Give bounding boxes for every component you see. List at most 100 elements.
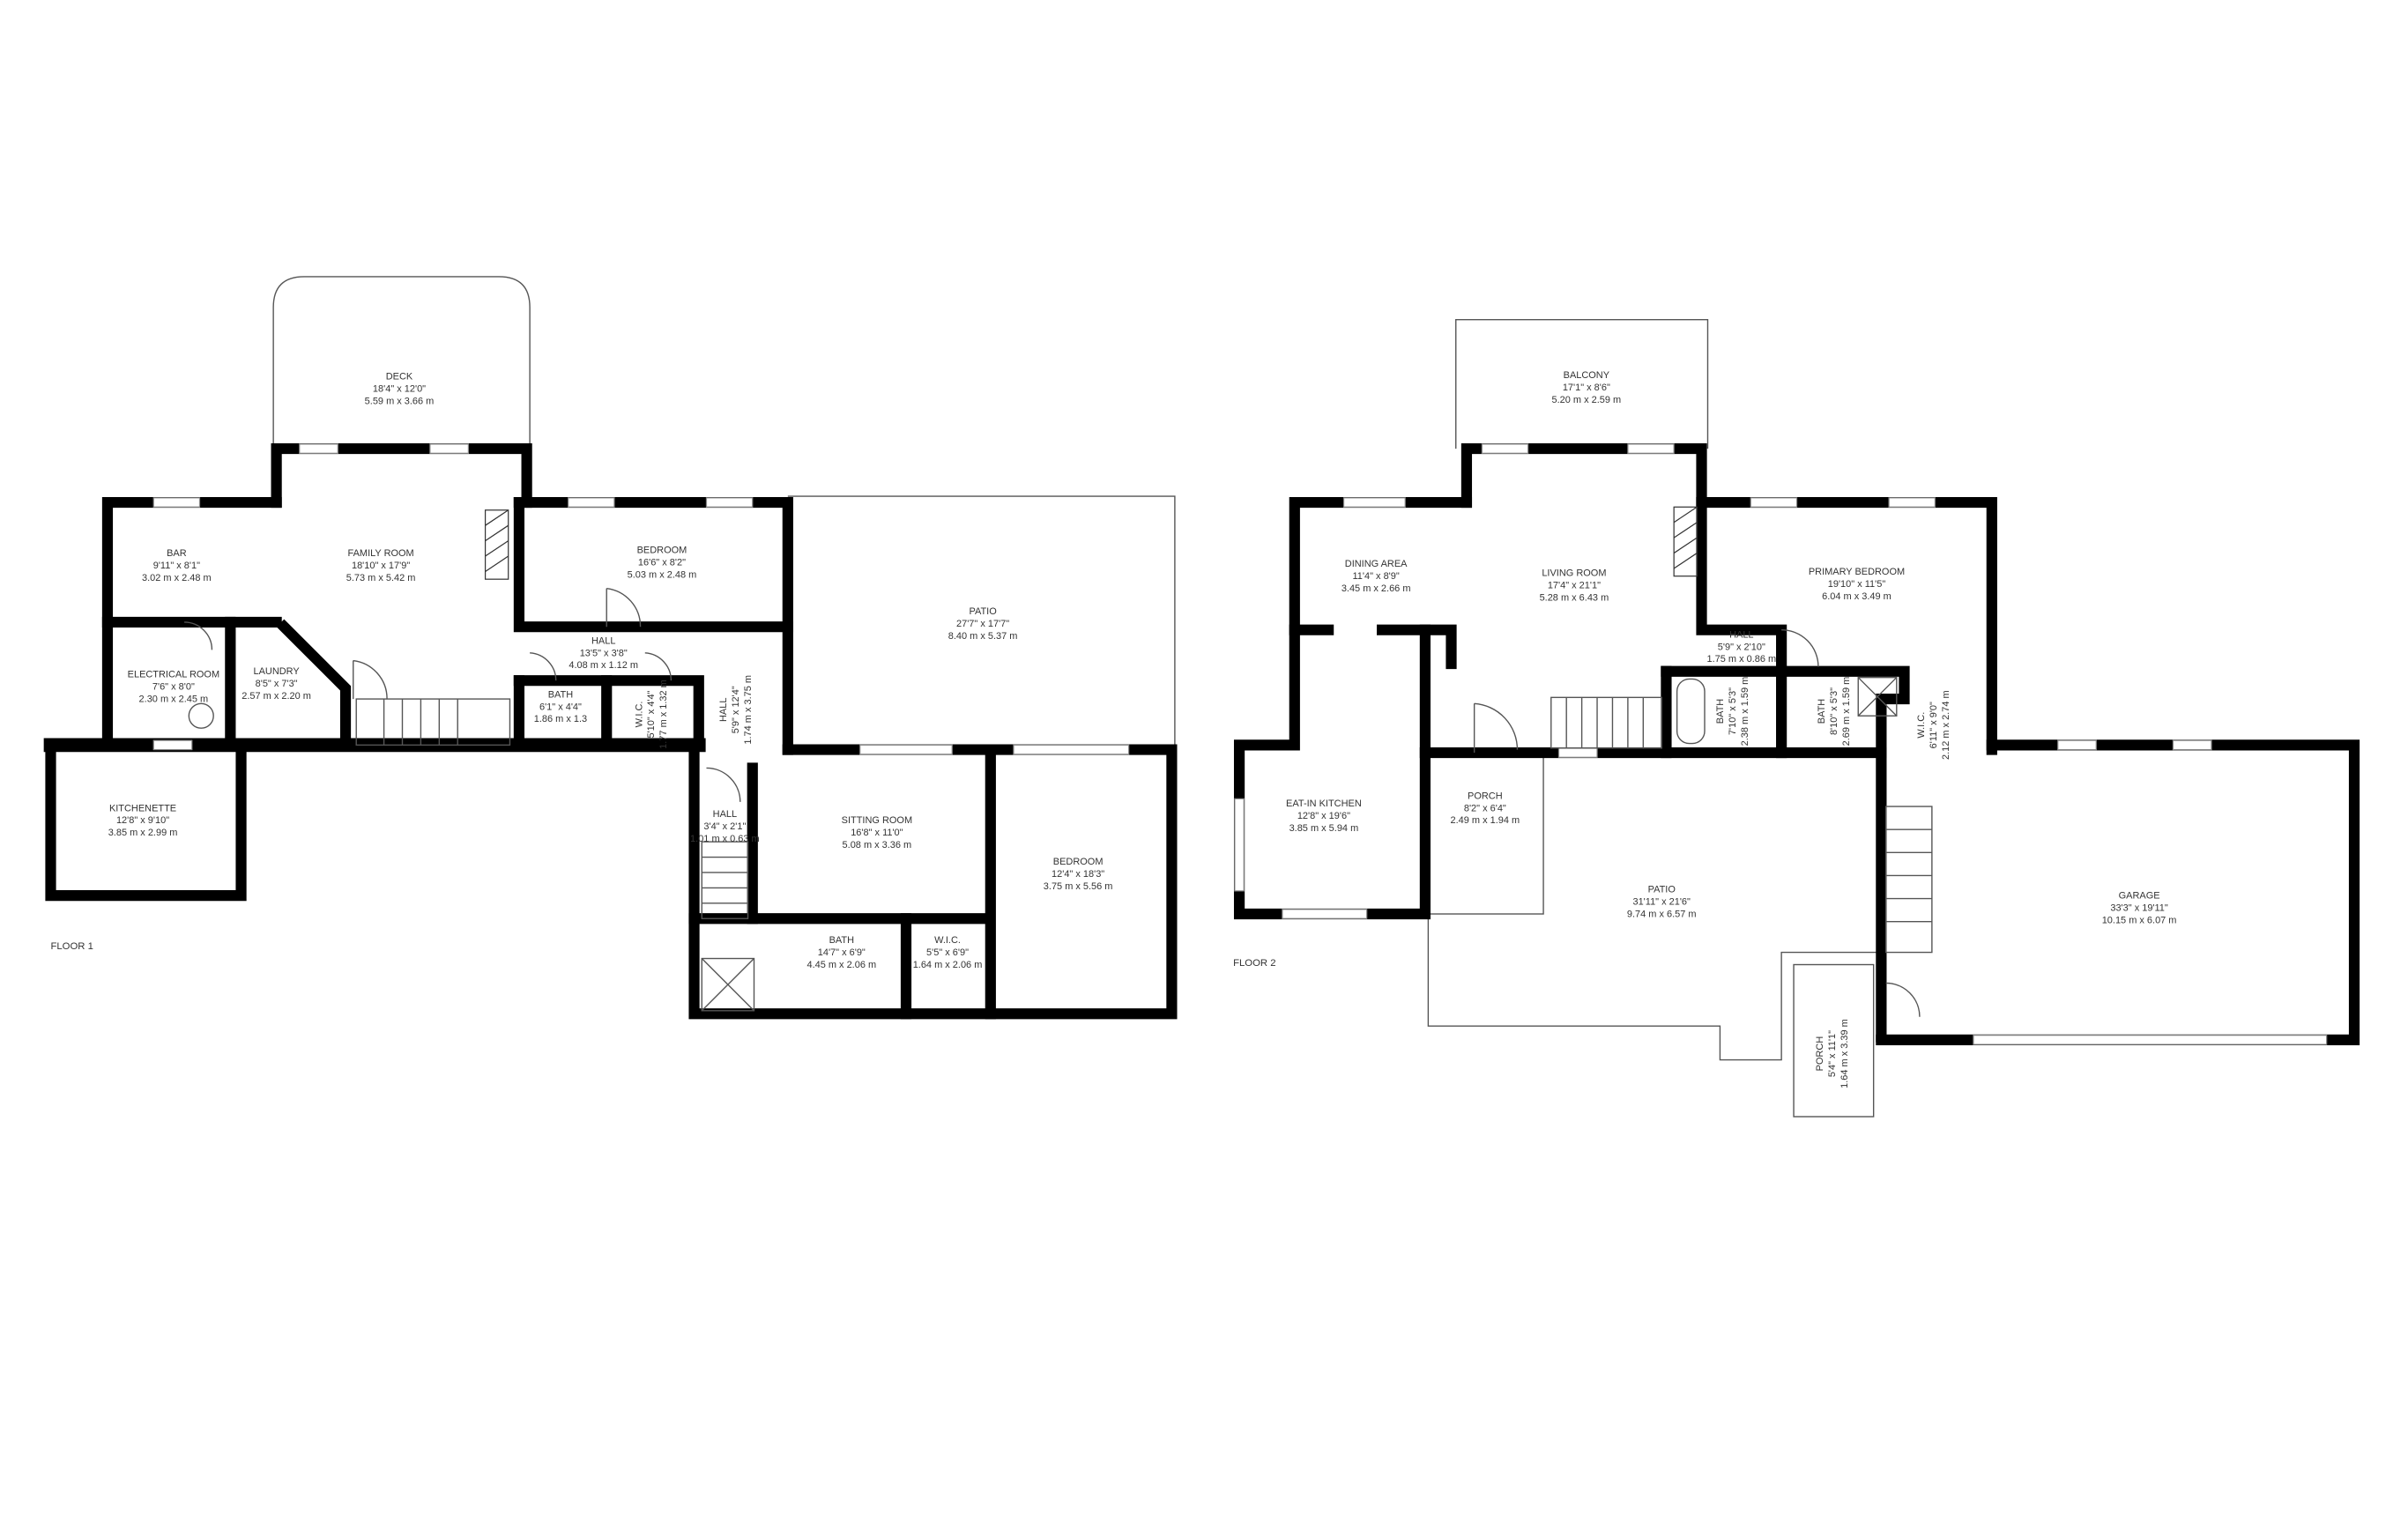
balcony-outline — [1455, 319, 1709, 449]
window — [1557, 747, 1598, 758]
wall — [1661, 665, 1910, 1043]
wall — [513, 675, 704, 751]
window — [859, 744, 953, 755]
window — [705, 497, 754, 508]
window — [1481, 443, 1529, 454]
fireplace-icon — [1673, 506, 1698, 577]
floor-2-plan — [1233, 319, 2360, 1118]
wall — [271, 442, 532, 509]
shower-icon — [1857, 676, 1898, 717]
wall — [1661, 665, 1787, 759]
window — [1342, 497, 1406, 508]
window — [1888, 497, 1936, 508]
porch-outline — [1427, 752, 1544, 915]
wall — [1233, 496, 1473, 920]
stairs-icon — [355, 698, 749, 919]
window — [1282, 909, 1368, 919]
door — [184, 621, 213, 650]
wall — [1696, 496, 1997, 755]
room-label-wic: W.I.C.6'11" x 9'0"2.12 m x 2.74 m — [1916, 690, 1951, 760]
garage-door — [1973, 1035, 2328, 1045]
svg-text:W.I.C.6'11" x 9'0"2.12 m x 2.7: W.I.C.6'11" x 9'0"2.12 m x 2.74 m — [1916, 690, 1951, 760]
porch-outline — [1793, 963, 1875, 1118]
window — [429, 443, 470, 454]
wall — [1460, 442, 1707, 509]
room-label-wic: W.I.C.5'10" x 4'4"1.77 m x 1.32 m — [634, 680, 669, 749]
svg-text:W.I.C.5'10" x 4'4"1.77 m x 1.3: W.I.C.5'10" x 4'4"1.77 m x 1.32 m — [634, 680, 669, 749]
wall — [513, 496, 793, 633]
bathtub-icon — [1676, 678, 1706, 745]
window — [568, 497, 615, 508]
wall — [1289, 624, 1457, 670]
patio-outline — [787, 495, 1176, 750]
window — [1234, 798, 1245, 892]
window — [1627, 443, 1675, 454]
door — [606, 587, 642, 628]
electrical-panel-icon — [188, 702, 214, 729]
stairs-icon — [1550, 696, 1933, 954]
svg-text:W.I.C.5'5" x 6'9"1.64 m x 2.06: W.I.C.5'5" x 6'9"1.64 m x 2.06 m — [913, 935, 983, 970]
window — [1013, 744, 1130, 755]
window — [1750, 497, 1798, 508]
door — [353, 659, 388, 700]
wall — [276, 619, 352, 751]
floor-1-label: FLOOR 1 — [50, 941, 93, 952]
floor-1-plan — [43, 276, 1178, 1020]
wall — [1696, 496, 1787, 677]
wall — [101, 496, 282, 751]
window — [2172, 739, 2212, 751]
floor-2-label: FLOOR 2 — [1233, 958, 1275, 969]
fireplace-icon — [484, 509, 509, 580]
door — [1885, 982, 1921, 1017]
deck-outline — [272, 276, 531, 449]
shower-icon — [701, 957, 755, 1012]
